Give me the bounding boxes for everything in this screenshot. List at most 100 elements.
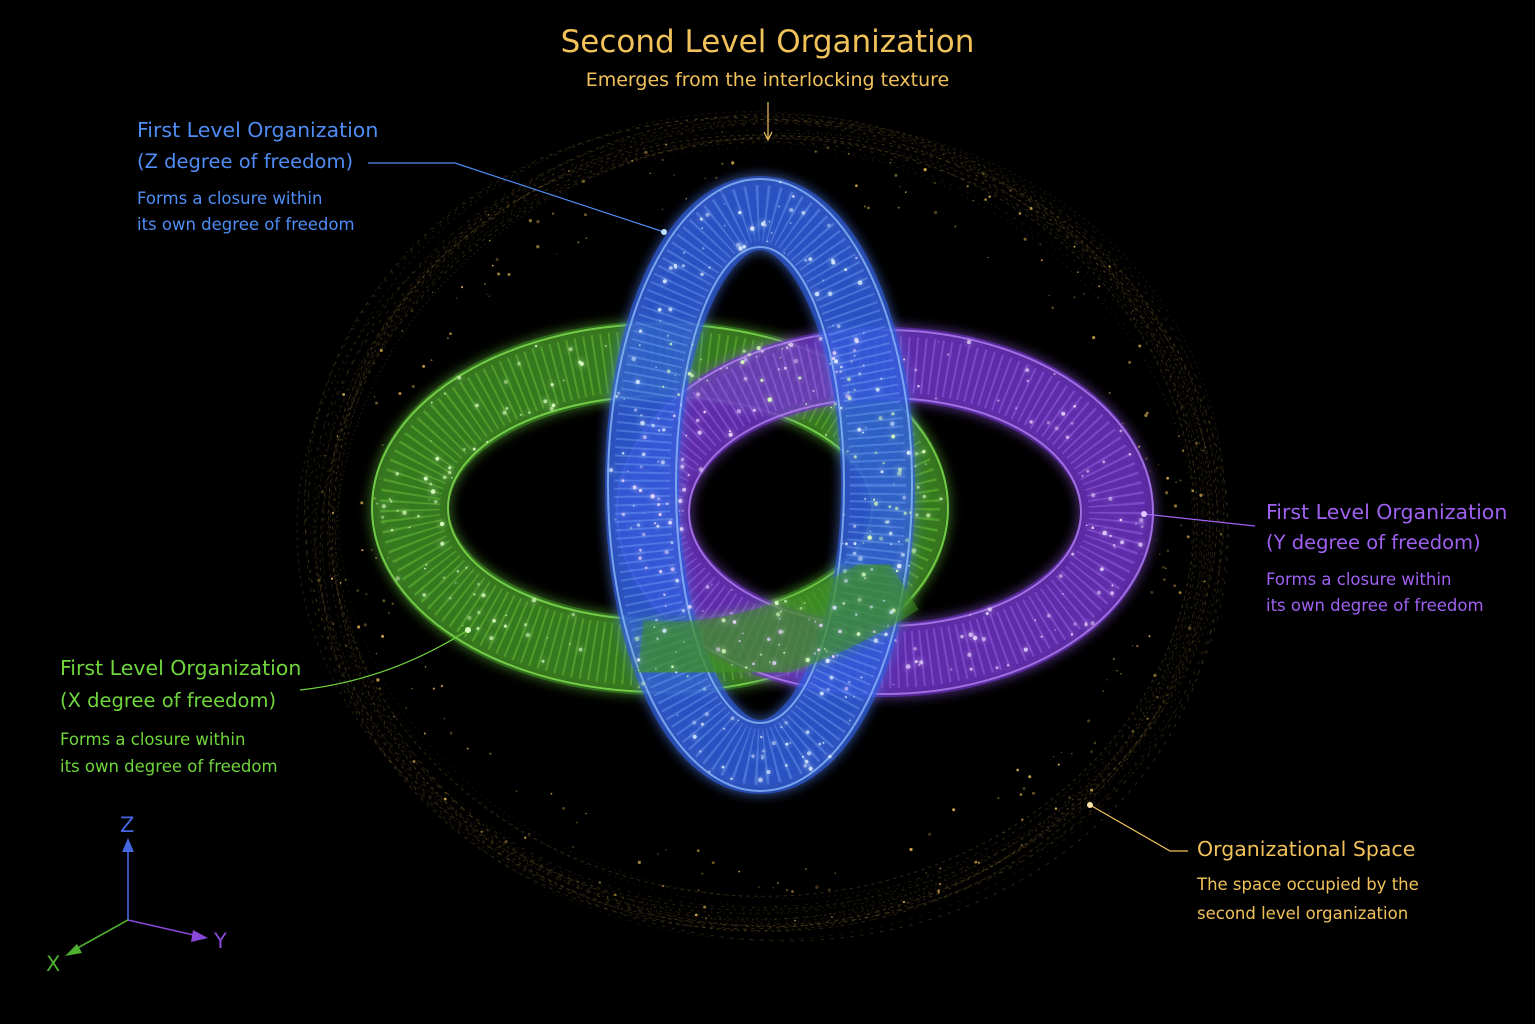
ring-y-node [644, 566, 648, 570]
ring-x-node [579, 361, 584, 366]
ring-z-node [805, 730, 810, 735]
sphere-node [902, 900, 906, 904]
ring-z-node [700, 722, 704, 726]
ring-y-node [705, 585, 710, 589]
ring-x-node [873, 498, 876, 501]
ring-x-node [706, 379, 709, 382]
sphere-node [483, 283, 487, 286]
ring-x-node [853, 388, 856, 392]
label-space-desc-line2: second level organization [1197, 904, 1409, 923]
ring-y-node [1025, 368, 1030, 372]
ring-y-node [1029, 420, 1033, 424]
ring-y-node [719, 368, 722, 370]
ring-x-node [641, 681, 645, 686]
ring-z-node [889, 531, 893, 536]
ring-z-node [702, 687, 707, 691]
ring-z-node [668, 307, 673, 312]
ring-z-node [758, 777, 763, 783]
ring-y-node [638, 488, 643, 493]
ring-z-node [721, 765, 725, 769]
ring-z-node [883, 599, 885, 602]
ring-x-node [700, 358, 703, 361]
sphere-node [988, 195, 992, 199]
sphere-node [715, 176, 718, 179]
ring-z-node [897, 540, 900, 543]
sphere-node [665, 143, 668, 146]
ring-x-node [457, 375, 462, 380]
ring-x-node [568, 642, 571, 646]
sphere-node [1181, 406, 1183, 408]
ring-y-node [1007, 664, 1009, 667]
ring-z-node [873, 638, 879, 643]
sphere-node [703, 905, 707, 909]
ring-z-node [704, 712, 709, 717]
sphere-node [1204, 446, 1207, 448]
ring-x-node [861, 572, 866, 577]
sphere-node [1039, 243, 1042, 246]
sphere-node [1146, 717, 1149, 720]
sphere-node [867, 206, 870, 210]
ring-y-node [919, 660, 924, 665]
ring-y-node [1091, 493, 1096, 498]
sphere-node [1173, 584, 1177, 588]
sphere-node [488, 295, 491, 297]
ring-z-node [869, 530, 872, 532]
z-axis-arrowhead [122, 838, 134, 852]
sphere-node [371, 549, 373, 551]
sphere-node [1150, 470, 1152, 472]
ring-z-node [864, 498, 867, 500]
ring-z-node [875, 387, 880, 392]
ring-x-node [805, 657, 810, 663]
ring-y-node [1109, 534, 1112, 538]
sphere-node [398, 391, 402, 395]
sphere-node [1186, 535, 1190, 539]
ring-y-node [1119, 429, 1123, 433]
ring-y-node [997, 399, 1000, 402]
sphere-node [1090, 788, 1094, 792]
sphere-shell-line [329, 119, 1211, 928]
sphere-node [455, 297, 458, 299]
sphere-node [488, 239, 491, 242]
ring-z-node [662, 428, 666, 432]
ring-z-node [890, 543, 893, 546]
ring-z-node [890, 421, 895, 427]
ring-x-node [669, 342, 673, 346]
ring-z-node [825, 658, 830, 664]
ring-x-node [774, 601, 779, 606]
ring-x-node [634, 636, 640, 642]
ring-x-node [396, 509, 399, 512]
ring-y-node [1102, 460, 1106, 464]
ring-x-node [467, 615, 472, 620]
ring-y-node [752, 662, 755, 666]
sphere-node [450, 733, 452, 735]
ring-y-node [678, 498, 683, 504]
sphere-node [738, 870, 741, 873]
ring-z-node [785, 764, 788, 767]
sphere-node [1194, 441, 1199, 445]
ring-x-node [451, 477, 453, 479]
ring-z-node [780, 726, 783, 729]
axis-label-x: X [46, 952, 61, 976]
ring-z-node [675, 671, 678, 674]
sphere-node [1090, 750, 1093, 753]
ring-y-node [1139, 518, 1144, 523]
ring-z-node [869, 605, 873, 609]
ring-x-node [568, 347, 573, 352]
ring-x-node [925, 463, 927, 465]
ring-x-node [747, 352, 752, 357]
sphere-node [1020, 844, 1023, 847]
sphere-node [550, 792, 553, 795]
ring-y-node [1061, 411, 1066, 416]
ring-x-node [440, 541, 445, 546]
ring-z-node [803, 764, 807, 768]
ring-z-node [828, 755, 832, 759]
ring-x-node [465, 566, 468, 570]
ring-x-node [551, 403, 556, 408]
sphere-node [1092, 335, 1096, 340]
ring-y-node [905, 664, 911, 669]
ring-z-node [855, 256, 858, 260]
sphere-node [317, 578, 321, 582]
ring-y-node [778, 617, 781, 620]
ring-y-node [698, 467, 704, 472]
ring-z-blue [605, 176, 915, 794]
